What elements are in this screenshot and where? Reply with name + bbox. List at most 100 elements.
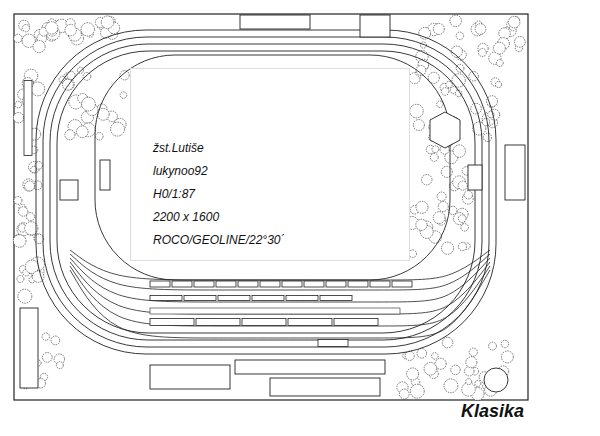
panel-text: ROCO/GEOLINE/22°30´ [153, 229, 409, 252]
tree [82, 97, 96, 111]
tree [18, 207, 27, 216]
rail-car [334, 319, 378, 326]
gazebo [430, 112, 460, 148]
rail-car [172, 281, 192, 287]
tree [432, 353, 439, 360]
tree [444, 379, 458, 393]
station-track [70, 270, 490, 338]
rail-car [318, 340, 348, 347]
tree [475, 24, 486, 35]
tree [76, 126, 88, 138]
rail-car [320, 296, 352, 301]
tree [14, 196, 22, 204]
station-track [70, 262, 490, 314]
tree [24, 181, 34, 191]
track-loop [43, 37, 489, 347]
rail-car [288, 319, 332, 326]
panel-text: 2200 x 1600 [153, 206, 409, 229]
rail-car [218, 296, 250, 301]
tree [405, 351, 414, 360]
station-track [70, 266, 490, 326]
panel-text: H0/1:87 [153, 183, 409, 206]
tree [65, 130, 75, 140]
tree [111, 122, 125, 136]
rail-car [326, 281, 346, 287]
rail-car [260, 281, 280, 287]
tree [483, 133, 491, 141]
tree [465, 366, 475, 376]
title-panel: žst.Lutišelukynoo92H0/1:872200 x 1600ROC… [130, 68, 410, 261]
rail-car [184, 296, 216, 301]
tree [456, 32, 464, 40]
panel-text: žst.Lutiše [153, 137, 409, 160]
tree [81, 23, 94, 36]
rail-car [150, 319, 194, 326]
tree [450, 15, 462, 27]
tree [13, 235, 26, 248]
rail-car [238, 281, 258, 287]
tree [495, 81, 501, 87]
tree [83, 72, 91, 80]
tree [101, 16, 114, 29]
tree [441, 88, 449, 96]
tree [493, 42, 505, 54]
trees [13, 15, 525, 400]
building [505, 145, 525, 200]
rail-car [150, 296, 182, 301]
rail-car [392, 281, 412, 287]
rail-car [150, 281, 170, 287]
tree [33, 41, 45, 53]
tree [454, 213, 466, 225]
tree [487, 96, 498, 107]
tree [458, 242, 466, 250]
tree [410, 104, 424, 118]
rail-car [216, 281, 236, 287]
tree [430, 153, 438, 161]
tree [453, 145, 465, 157]
track-loop [95, 55, 450, 280]
building [235, 360, 385, 374]
panel-text: lukynoo92 [153, 160, 409, 183]
building [150, 365, 230, 389]
tree [42, 333, 49, 340]
tree [399, 389, 409, 399]
tree [432, 146, 439, 153]
tree [23, 179, 35, 191]
tree [466, 379, 472, 385]
plan-name: Klasika [461, 401, 524, 422]
layout-frame [14, 14, 528, 400]
track-loop [50, 44, 482, 340]
tree [438, 201, 448, 211]
tree [466, 357, 477, 368]
tree [417, 349, 427, 359]
tree [446, 81, 452, 87]
tree [26, 213, 34, 221]
buildings [20, 15, 525, 396]
tree [410, 384, 424, 398]
tree [13, 113, 23, 123]
tree [437, 101, 443, 107]
tree [456, 64, 464, 72]
building [240, 15, 310, 29]
tree [65, 24, 77, 36]
building [360, 15, 390, 37]
tree [489, 342, 497, 350]
tree [482, 118, 489, 125]
tree [77, 67, 83, 73]
tree [424, 362, 437, 375]
tree [514, 37, 525, 48]
tree [475, 380, 481, 386]
rail-car [252, 296, 284, 301]
rail-car [24, 81, 32, 156]
tree [42, 353, 52, 363]
tree [413, 119, 424, 130]
rail-car [286, 296, 318, 301]
tree [501, 340, 508, 347]
tree [15, 101, 22, 108]
tree [96, 132, 104, 140]
tree [433, 23, 444, 34]
track-loop [36, 30, 496, 354]
tree [458, 181, 467, 190]
tree [120, 92, 127, 99]
